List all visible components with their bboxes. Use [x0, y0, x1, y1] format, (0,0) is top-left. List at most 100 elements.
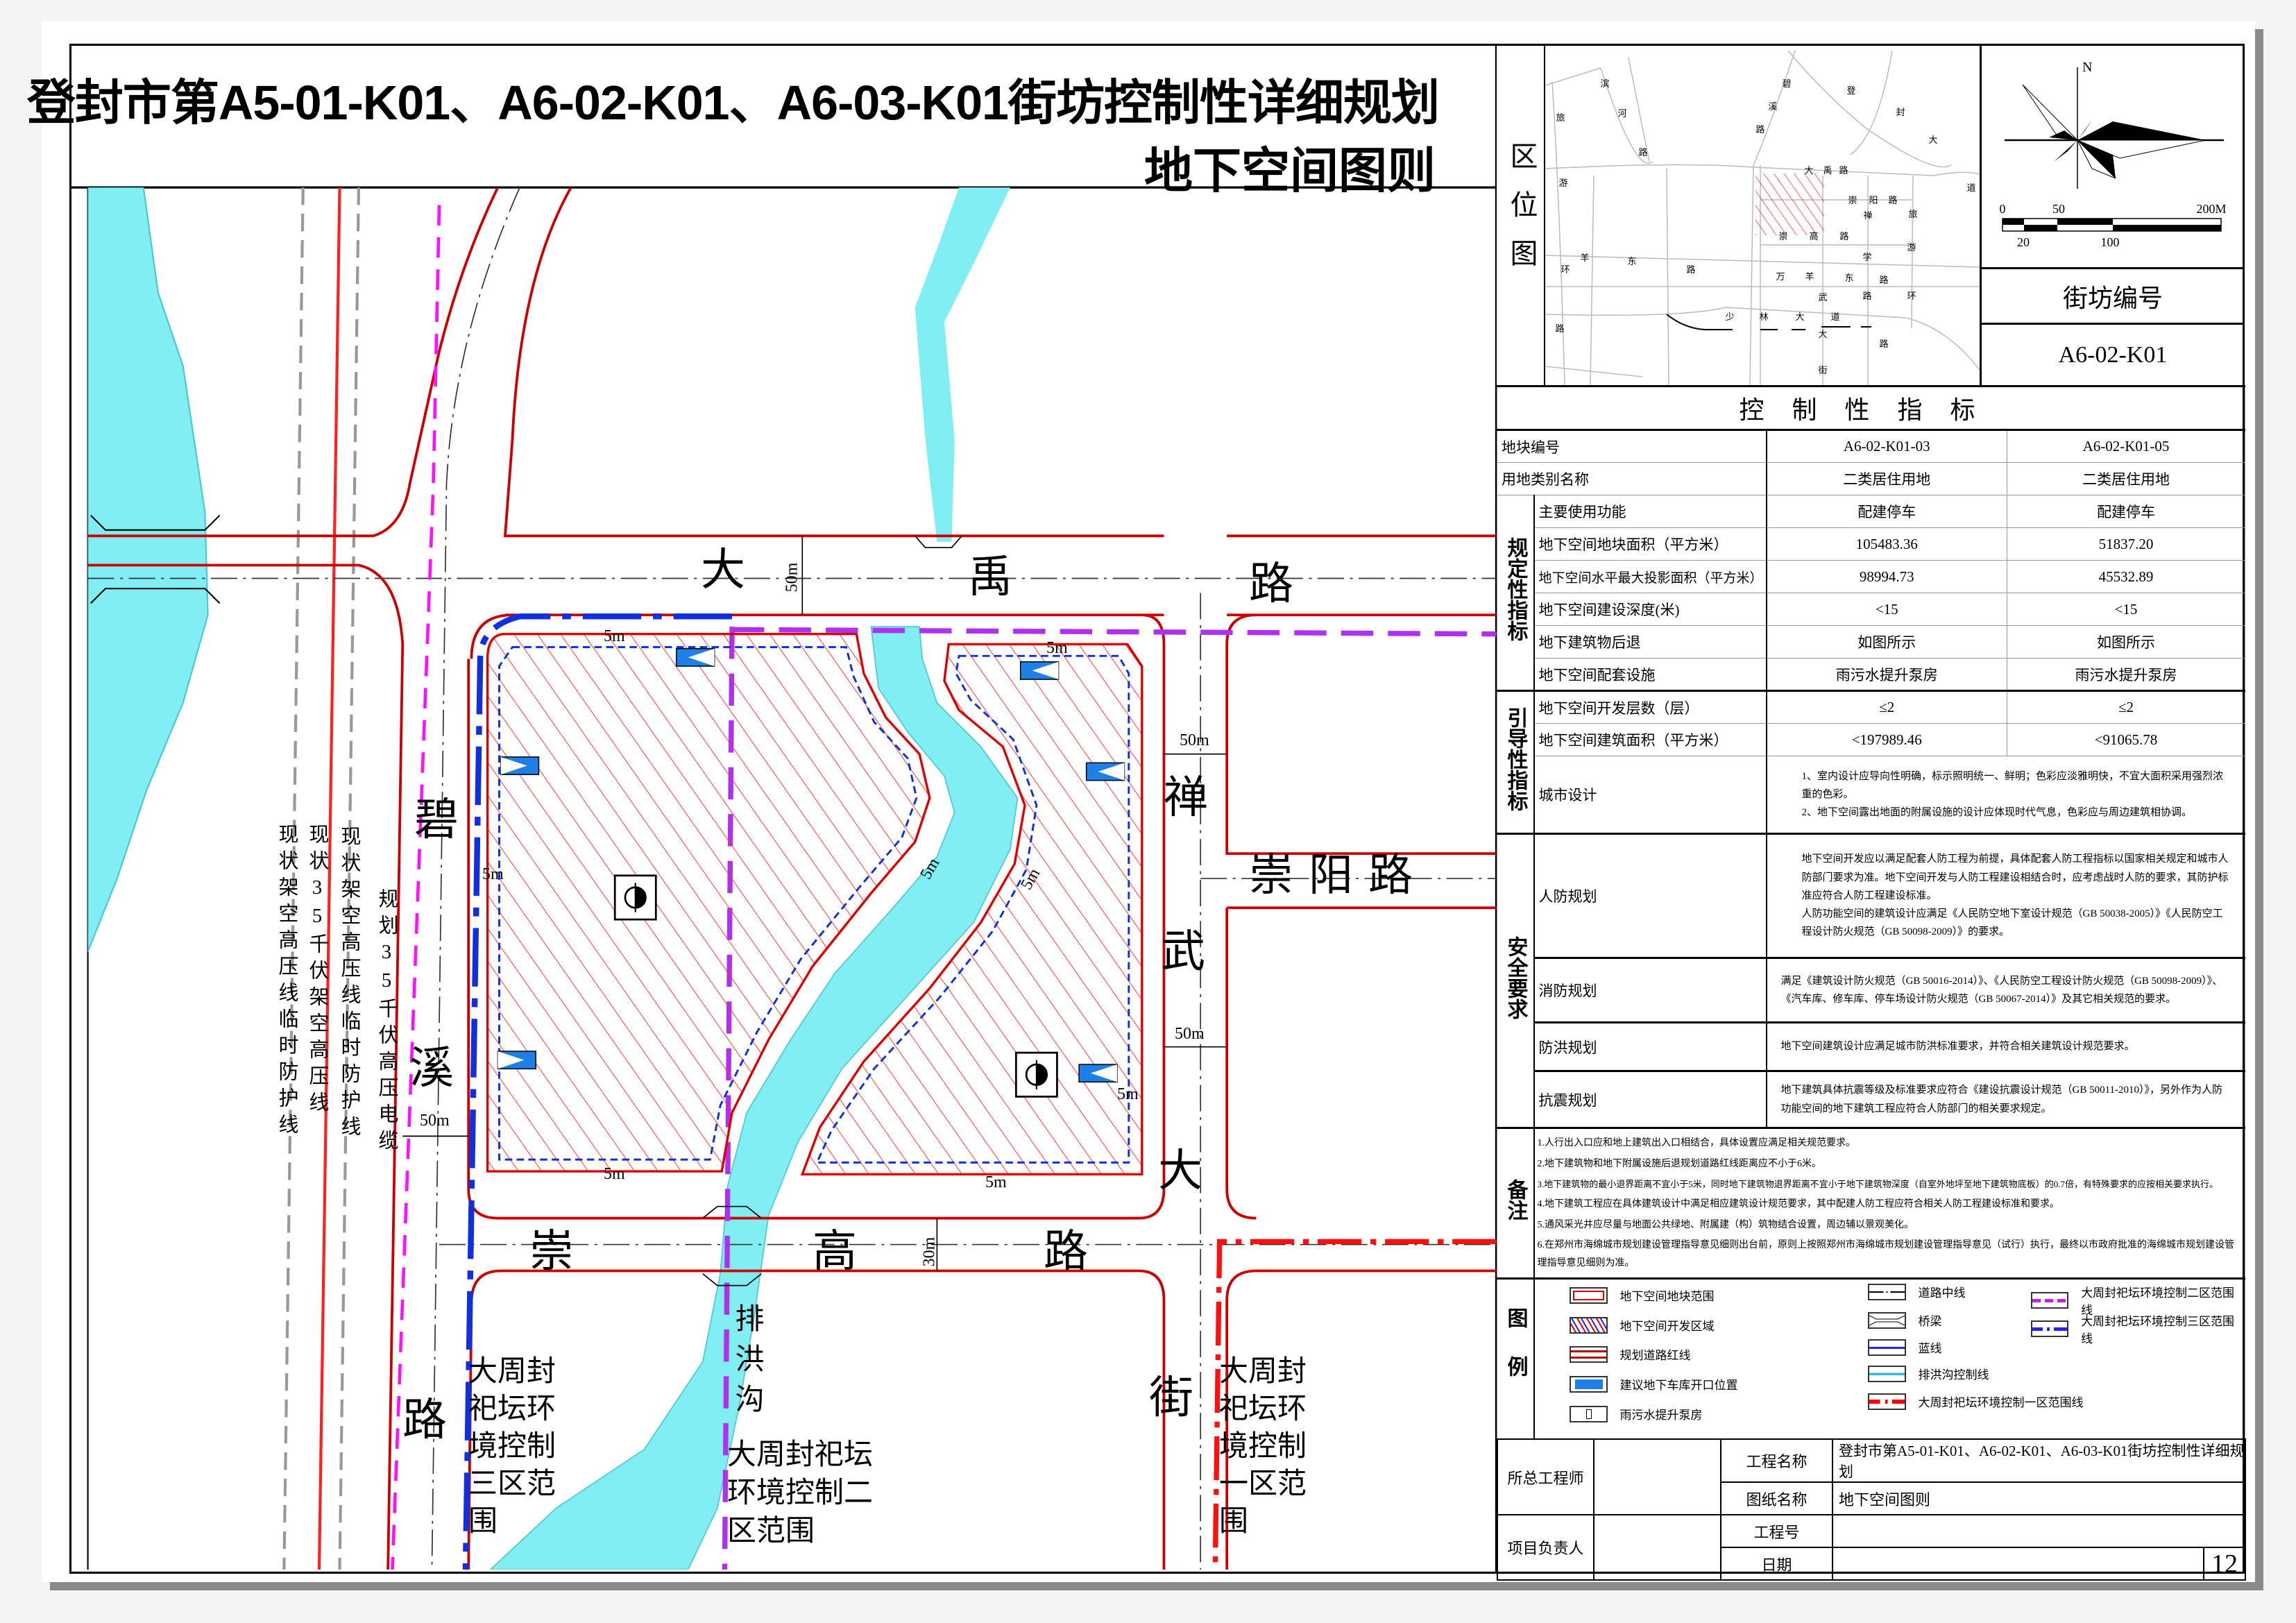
garage-opening-icon: [1085, 762, 1125, 781]
loc-road-char: 碧: [1782, 78, 1791, 89]
loc-road-char: 道: [1966, 182, 1975, 193]
road-label-chanwu: 武: [1161, 927, 1205, 976]
legend-item: 桥梁: [1867, 1311, 1942, 1329]
table-row: 地下空间建设深度(米)<15<15: [1497, 593, 2246, 626]
loc-road-char: 路: [1888, 195, 1897, 205]
loc-road-char: 羊: [1805, 271, 1814, 282]
loc-road-char: 路: [1686, 264, 1695, 275]
road-label-dayu: 大: [701, 545, 745, 595]
drainage-ditch: [489, 626, 1019, 1570]
loc-road-char: 东: [1844, 273, 1853, 283]
category-guiding: 引导性指标: [1497, 690, 1535, 834]
loc-road-char: 游: [1907, 242, 1916, 253]
loc-road-char: 禅: [1863, 210, 1872, 221]
power-line-guard: [338, 187, 361, 1570]
road-label-chonggao: 高: [813, 1227, 857, 1276]
note-item: 6.在郑州市海绵城市规划建设管理指导意见细则出台前，原则上按照郑州市海绵城市规划…: [1537, 1239, 2235, 1269]
development-area-swatch: [1569, 1316, 1608, 1334]
power-line-35kv: [317, 187, 341, 1570]
zone2-label: 大周封祀坛环境控制二区范围: [727, 1439, 874, 1547]
road-label-chonggao: 路: [1044, 1227, 1088, 1276]
loc-road-char: 禹: [1823, 165, 1832, 176]
setback-label: 5m: [985, 1173, 1007, 1191]
legend-item: 大周封祀坛环境控制三区范围线: [2030, 1311, 2245, 1346]
road-label-chonggao: 崇: [529, 1227, 574, 1276]
loc-road-char: 羊: [1580, 253, 1589, 263]
legend-item: 排洪沟控制线: [1867, 1365, 1989, 1382]
page-number: 12: [2202, 1547, 2247, 1581]
drawing-subtitle: 地下空间图则: [1144, 144, 1436, 198]
date-label: 日期: [1720, 1547, 1833, 1581]
table-row: 安全要求人防规划地下空间开发应以满足配套人防工程为前提，具体配套人防工程指标以国…: [1497, 833, 2246, 1128]
loc-road-char: 大: [1818, 329, 1827, 339]
zone3-swatch: [2030, 1320, 2069, 1337]
bridge-swatch: [1867, 1311, 1906, 1329]
loc-road-char: 学: [1862, 252, 1871, 262]
loc-road-char: 大: [1928, 135, 1937, 145]
zone1-label: 大周封祀坛环境控制一区范围: [1219, 1356, 1307, 1538]
zone1-boundary: [1212, 1239, 1497, 1570]
legend-item: 地下空间地块范围: [1569, 1286, 1715, 1304]
drainage-ditch-upper: [915, 187, 1010, 542]
dimension-label: 50m: [1175, 1025, 1205, 1043]
loc-road-char: 林: [1759, 312, 1768, 322]
loc-road-char: 崇: [1848, 195, 1857, 205]
drawing-title: 登封市第A5-01-K01、A6-02-K01、A6-03-K01街坊控制性详细…: [26, 76, 1440, 130]
drawing-name: 地下空间图则: [1831, 1481, 2247, 1515]
scale-label: 0: [2000, 202, 2006, 216]
note-item: 4.地下建筑工程应在具体建筑设计中满足相应建筑设计规范要求，其中配建人防工程应符…: [1537, 1199, 2060, 1210]
loc-road-char: 路: [1755, 124, 1764, 135]
project-no-value: [1831, 1514, 2247, 1548]
control-table-header: 控制性指标: [1496, 385, 2246, 431]
zone3-boundary: [462, 613, 733, 1570]
chief-engineer-value: [1593, 1438, 1721, 1515]
development-area-boundary: [815, 654, 1130, 1164]
road-label-bixi: 路: [402, 1395, 447, 1445]
road-label-bixi: 溪: [409, 1044, 454, 1093]
table-row: 用地类别名称二类居住用地二类居住用地: [1497, 462, 2246, 495]
chief-engineer-label: 所总工程师: [1497, 1438, 1595, 1515]
powerline-label: 现状35千伏架空高压线: [306, 824, 328, 1118]
loc-road-char: 环: [1561, 264, 1570, 275]
drainage-ditch-label: 排洪沟: [731, 1303, 763, 1424]
scale-label: 50: [2052, 202, 2065, 216]
zone2-swatch: [2030, 1292, 2069, 1309]
loc-road-char: 登: [1846, 85, 1855, 96]
legend-section: 图例 地下空间地块范围 地下空间开发区域 规划道路红线 建议地下车库开口位置 雨…: [1497, 1277, 2246, 1440]
legend-item: 规划道路红线: [1569, 1345, 1691, 1363]
river-bridge: [90, 515, 221, 604]
north-arrow-wind-rose: N 0 50 200M 20 100: [2000, 60, 2227, 249]
road-label-dayu: 禹: [968, 552, 1012, 602]
legend-item: 雨污水提升泵房: [1569, 1405, 1703, 1422]
divider: [1980, 44, 1982, 385]
dimension-label: 50m: [783, 562, 801, 593]
date-value: [1832, 1547, 2204, 1581]
underground-space-map: [70, 44, 1497, 1574]
category-safety: 安全要求: [1497, 833, 1535, 1128]
table-row: 防洪规划地下空间建筑设计应满足城市防洪标准要求，并符合相关建筑设计规范要求。: [1497, 1021, 2246, 1071]
notes-section: 备注 1.人行出入口应和地上建筑出入口相结合，具体设置应满足相关规范要求。2.地…: [1497, 1127, 2246, 1279]
scale-label: 200M: [2196, 202, 2226, 216]
dimension-lines: [402, 535, 1227, 1286]
table-row: 地下建筑物后退如图所示如图所示: [1497, 625, 2246, 658]
legend-item: 地下空间开发区域: [1569, 1316, 1715, 1334]
scale-label: 20: [2017, 235, 2030, 249]
legend-item: 建议地下车库开口位置: [1569, 1375, 1738, 1393]
project-lead-value: [1593, 1514, 1721, 1581]
loc-road-char: 街: [1818, 365, 1827, 375]
dimension-label: 50m: [420, 1112, 450, 1130]
table-row: 地下空间配套设施雨污水提升泵房雨污水提升泵房: [1497, 658, 2246, 691]
pump-room-swatch: [1569, 1405, 1608, 1422]
table-row: 规定性指标主要使用功能配建停车配建停车: [1497, 495, 2246, 691]
road-label-chanwu: 大: [1158, 1146, 1202, 1196]
loc-road-char: 滨: [1600, 78, 1609, 89]
scale-label: 100: [2101, 235, 2120, 249]
loc-road-char: 崇: [1778, 231, 1787, 241]
powerline-label: 现状架空高压线临时防护线: [338, 826, 360, 1142]
project-no-label: 工程号: [1720, 1514, 1833, 1548]
block-number-value: A6-02-K01: [1981, 323, 2245, 385]
